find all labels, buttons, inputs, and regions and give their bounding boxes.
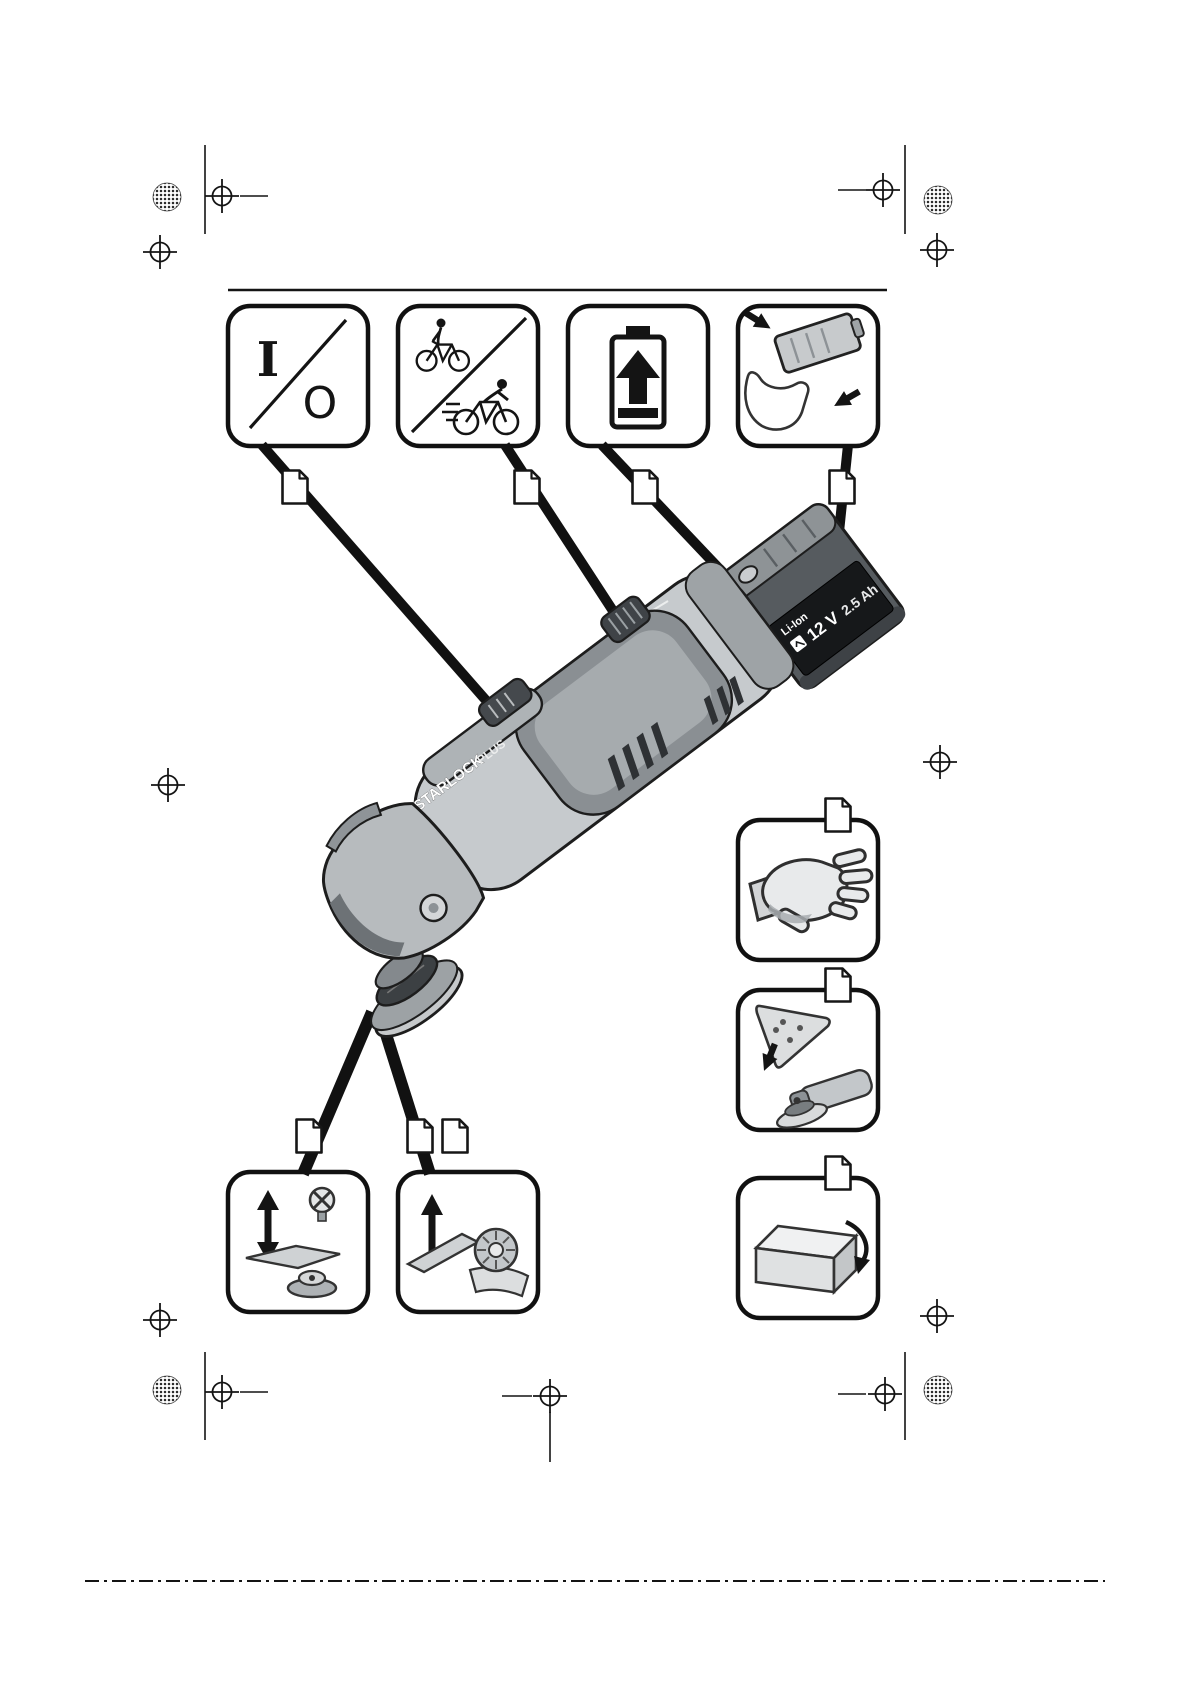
battery-charge-icon xyxy=(609,326,667,430)
glove-hand-icon xyxy=(748,848,874,934)
crop-marks xyxy=(204,145,906,1462)
page-ref-icon xyxy=(824,797,852,833)
page-ref-icon xyxy=(281,469,309,505)
attach-sanding-pad-icon xyxy=(755,1004,873,1129)
battery-latch xyxy=(738,565,759,584)
battery-logo-badge xyxy=(790,635,807,652)
registration-mark-icon xyxy=(922,744,958,780)
battery-pack-glyph xyxy=(773,312,865,374)
print-marks xyxy=(85,145,1105,1582)
mount-blade-icon xyxy=(405,1194,530,1298)
registration-mark-icon xyxy=(150,767,186,803)
fast-bicycle-glyph xyxy=(442,379,520,436)
mini-tool-glyph xyxy=(776,1069,873,1129)
bicycle-speed-icon xyxy=(410,316,528,436)
halftone-mark-icon xyxy=(152,182,182,212)
battery-label: Li-Ion 12 V 2.5 Ah xyxy=(769,560,894,676)
page-ref-icon xyxy=(295,1118,323,1154)
tool-rear-outline xyxy=(744,371,810,431)
oscillating-multitool-illustration: Li-Ion 12 V 2.5 Ah xyxy=(321,503,906,1038)
registration-mark-icon xyxy=(919,1298,955,1334)
tool-sanding-pad xyxy=(370,948,464,1038)
registration-mark-icon xyxy=(204,1374,240,1410)
power-on-symbol: I xyxy=(257,332,279,388)
packaging-icon xyxy=(753,1219,870,1296)
starlock-release-lever xyxy=(325,801,383,853)
speed-dial xyxy=(600,595,651,644)
page-ref-icon xyxy=(824,1155,852,1191)
registration-mark-icon xyxy=(142,1302,178,1338)
vent-slots xyxy=(607,675,744,791)
registration-mark-icon xyxy=(865,172,901,208)
tool-power-switch xyxy=(477,677,533,727)
battery-insert-icon xyxy=(741,306,865,431)
registration-mark-icon xyxy=(867,1376,903,1412)
slow-bicycle-glyph xyxy=(415,318,471,372)
page-ref-icon xyxy=(513,469,541,505)
turn-arrowhead-icon xyxy=(854,1256,870,1274)
tool-head xyxy=(321,801,486,960)
halftone-mark-icon xyxy=(923,1375,953,1405)
power-onoff-icon: I O xyxy=(248,318,348,430)
registration-mark-icon xyxy=(919,232,955,268)
power-off-symbol: O xyxy=(303,378,338,429)
page-ref-icon xyxy=(828,469,856,505)
page-ref-icon xyxy=(406,1118,434,1154)
accessory-pad-glyph xyxy=(245,1244,341,1270)
mount-accessory-screw-icon xyxy=(245,1186,341,1299)
page-ref-icon xyxy=(441,1118,469,1154)
page-ref-icon xyxy=(631,469,659,505)
halftone-mark-icon xyxy=(923,185,953,215)
registration-mark-icon xyxy=(532,1378,568,1414)
halftone-mark-icon xyxy=(152,1375,182,1405)
registration-mark-icon xyxy=(142,234,178,270)
page-ref-icon xyxy=(824,967,852,1003)
tool-body: STARLOCK PLUS xyxy=(410,560,795,892)
registration-mark-icon xyxy=(204,178,240,214)
